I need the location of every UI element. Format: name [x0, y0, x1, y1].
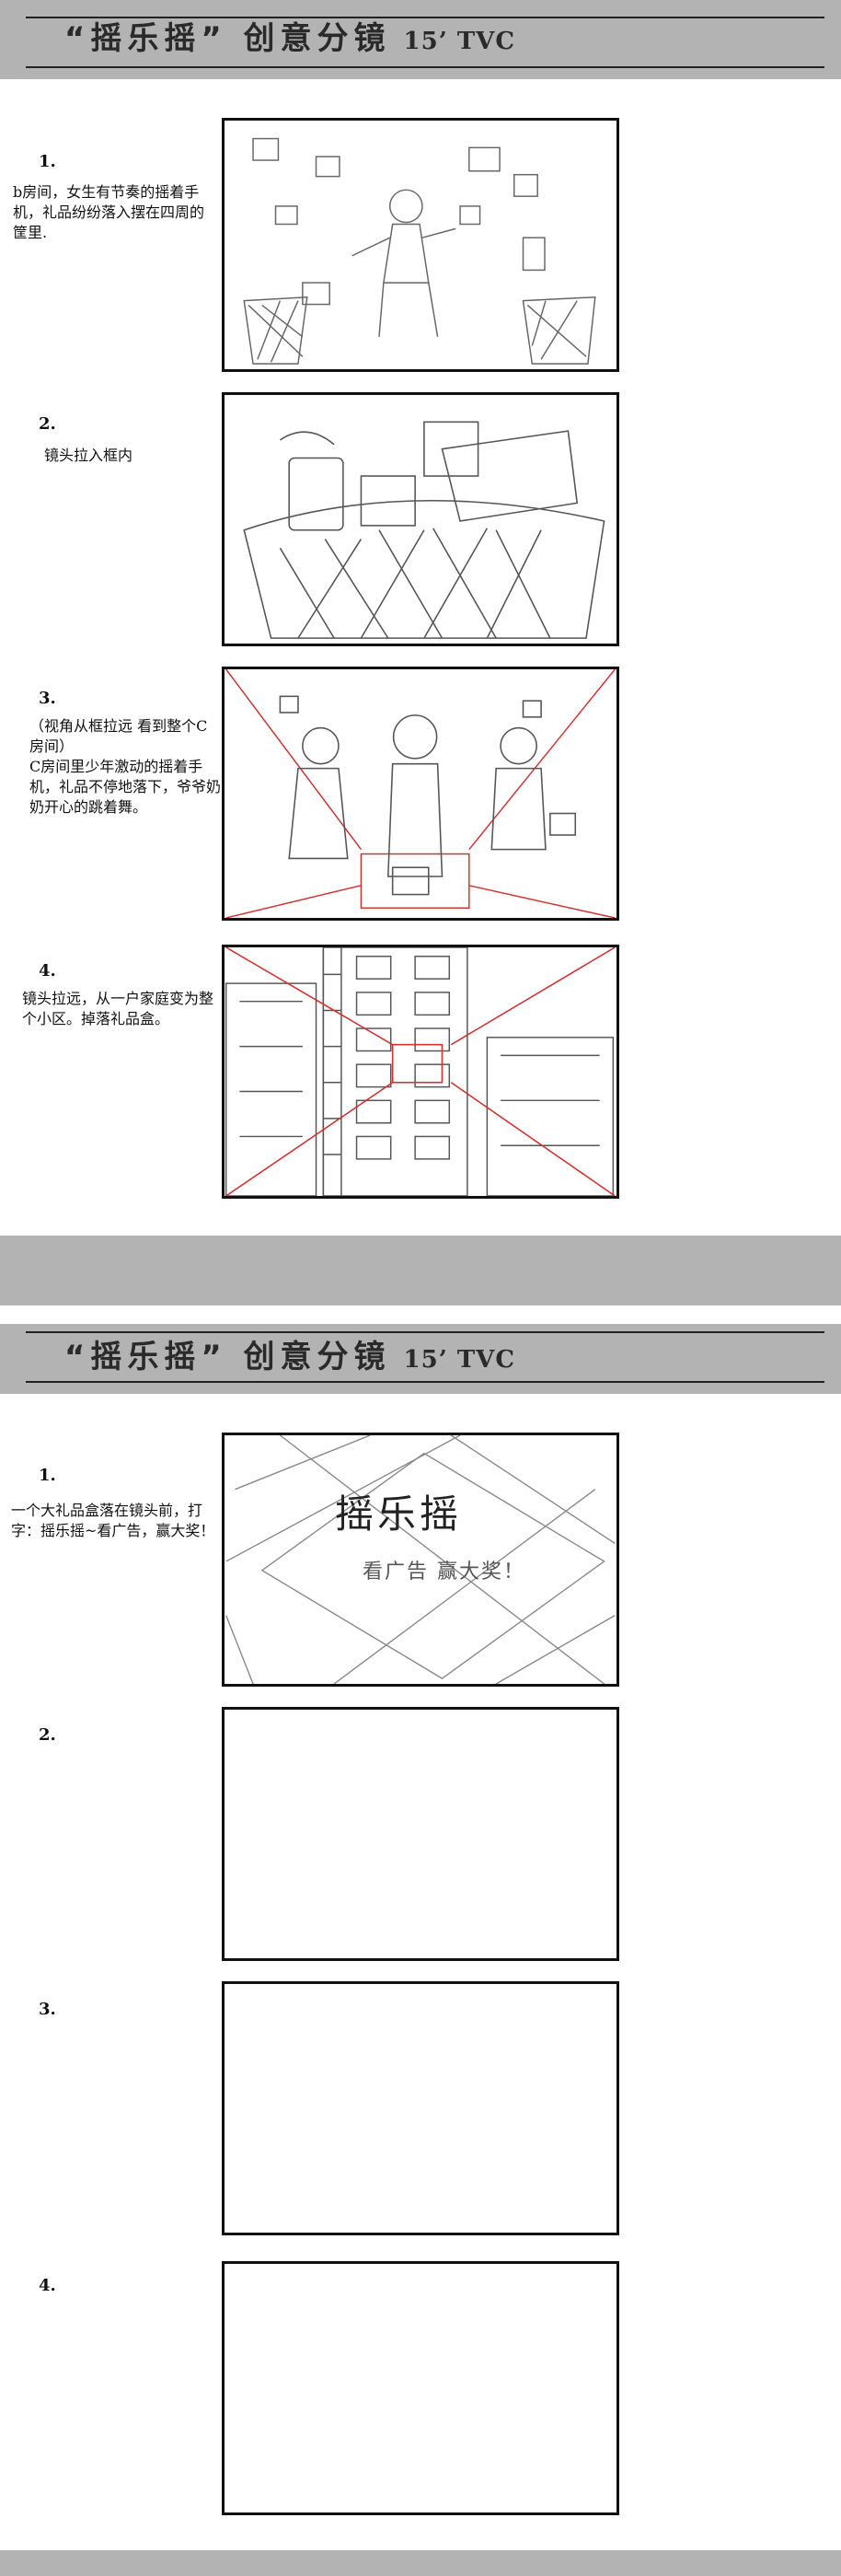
scene-2-4-frame	[222, 2261, 619, 2515]
page-2-title-text: “摇乐摇” 创意分镜	[64, 1339, 391, 1375]
scene-4-frame	[222, 945, 619, 1199]
scene-4-caption: 镜头拉远，从一户家庭变为整个小区。掉落礼品盒。	[22, 990, 214, 1027]
scene-3-frame	[222, 667, 619, 921]
scene-2-2-frame	[222, 1707, 619, 1961]
page-1-title-text: “摇乐摇” 创意分镜	[64, 20, 391, 57]
sketch-title-text: 摇乐摇	[335, 1491, 463, 1537]
scene-1-frame	[222, 118, 619, 372]
scene-2-caption: 镜头拉入框内	[44, 447, 133, 464]
header-top-rule	[26, 17, 824, 18]
scene-3-number: 3.	[39, 689, 56, 708]
page-2-subtitle: 15’ TVC	[403, 1346, 516, 1374]
scene-4-number: 4.	[39, 961, 56, 981]
page-1-title: “摇乐摇” 创意分镜 15’ TVC	[64, 13, 515, 58]
scene-2-1-frame: 摇乐摇 看广告 赢大奖！	[222, 1433, 619, 1687]
scene-2-1-number: 1.	[39, 1466, 56, 1485]
scene-2-3-frame	[222, 1981, 619, 2235]
page-1-header: “摇乐摇” 创意分镜 15’ TVC	[0, 0, 841, 79]
page-1-subtitle: 15’ TVC	[403, 28, 516, 55]
scene-1-number: 1.	[39, 152, 56, 171]
scene-4-sketch	[225, 947, 616, 1196]
scene-2-3-number: 3.	[39, 2000, 56, 2019]
scene-1-sketch	[243, 137, 596, 365]
scene-2-4-number: 4.	[39, 2276, 56, 2295]
scene-3-caption: （视角从框拉远 看到整个C房间） C房间里少年激动的摇着手机，礼品不停地落下，爷…	[29, 717, 222, 816]
scene-2-1-caption: 一个大礼品盒落在镜头前，打字：摇乐摇~看广告，赢大奖！	[11, 1502, 215, 1539]
page-2-header: “摇乐摇” 创意分镜 15’ TVC	[0, 1324, 841, 1394]
header-top-rule	[26, 1331, 824, 1333]
header-bottom-rule	[26, 66, 824, 68]
scene-2-1-sketch	[225, 1435, 616, 1684]
page-separator	[0, 1236, 841, 1305]
header-bottom-rule	[26, 1381, 824, 1383]
scene-2-number: 2.	[39, 414, 56, 434]
scene-2-sketch	[243, 421, 605, 639]
scene-1-caption: b房间，女生有节奏的摇着手机，礼品纷纷落入摆在四周的筐里.	[13, 183, 205, 241]
scene-2-frame	[222, 392, 619, 646]
page-2-footer-band	[0, 2550, 841, 2576]
sketch-slogan-text: 看广告 赢大奖！	[363, 1561, 525, 1584]
scene-2-2-number: 2.	[39, 1725, 56, 1745]
scene-3-sketch	[225, 669, 616, 918]
page-2-title: “摇乐摇” 创意分镜 15’ TVC	[64, 1331, 515, 1376]
